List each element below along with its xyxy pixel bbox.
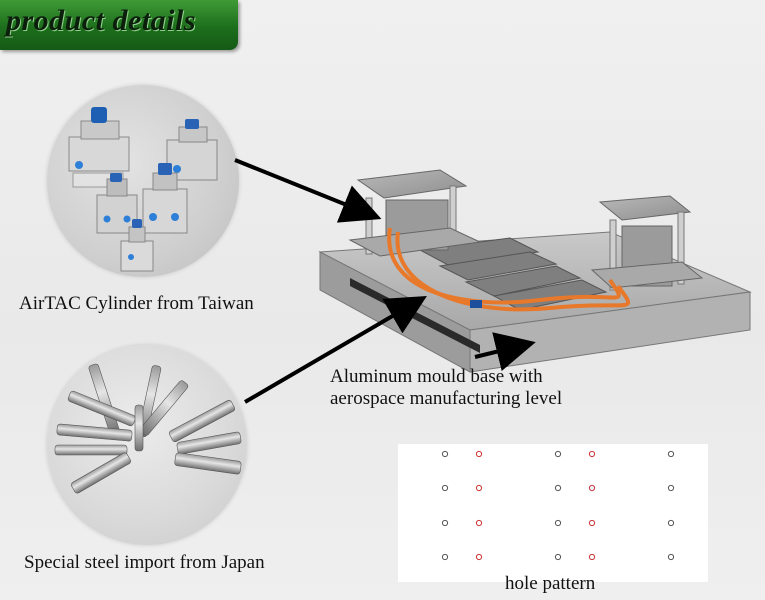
hole	[475, 450, 483, 458]
hole	[554, 450, 562, 458]
hole	[554, 519, 562, 527]
product-details-banner: product details	[0, 0, 238, 50]
hole	[588, 553, 596, 561]
hole	[441, 450, 449, 458]
hole	[475, 484, 483, 492]
hole-pattern-caption: hole pattern	[505, 573, 596, 594]
hole	[475, 553, 483, 561]
cylinder-caption: AirTAC Cylinder from Taiwan	[19, 293, 254, 314]
hole	[441, 553, 449, 561]
hole-pattern-panel	[398, 444, 708, 582]
hole	[475, 519, 483, 527]
aluminum-mould-base-image	[310, 140, 760, 400]
hole	[667, 484, 675, 492]
steel-pins-image	[47, 345, 247, 545]
hole	[588, 519, 596, 527]
hole	[441, 519, 449, 527]
hole	[588, 450, 596, 458]
hole	[441, 484, 449, 492]
hole	[667, 553, 675, 561]
hole	[588, 484, 596, 492]
base-caption-line2: aerospace manufacturing level	[330, 388, 563, 409]
banner-title: product details	[6, 4, 197, 37]
base-caption-line1: Aluminum mould base with	[330, 366, 543, 387]
hole	[554, 484, 562, 492]
hole-pattern-diagram	[441, 450, 675, 561]
hole	[667, 450, 675, 458]
hole	[667, 519, 675, 527]
airtac-cylinder-image	[47, 85, 239, 277]
steel-caption: Special steel import from Japan	[24, 552, 265, 573]
hole	[554, 553, 562, 561]
